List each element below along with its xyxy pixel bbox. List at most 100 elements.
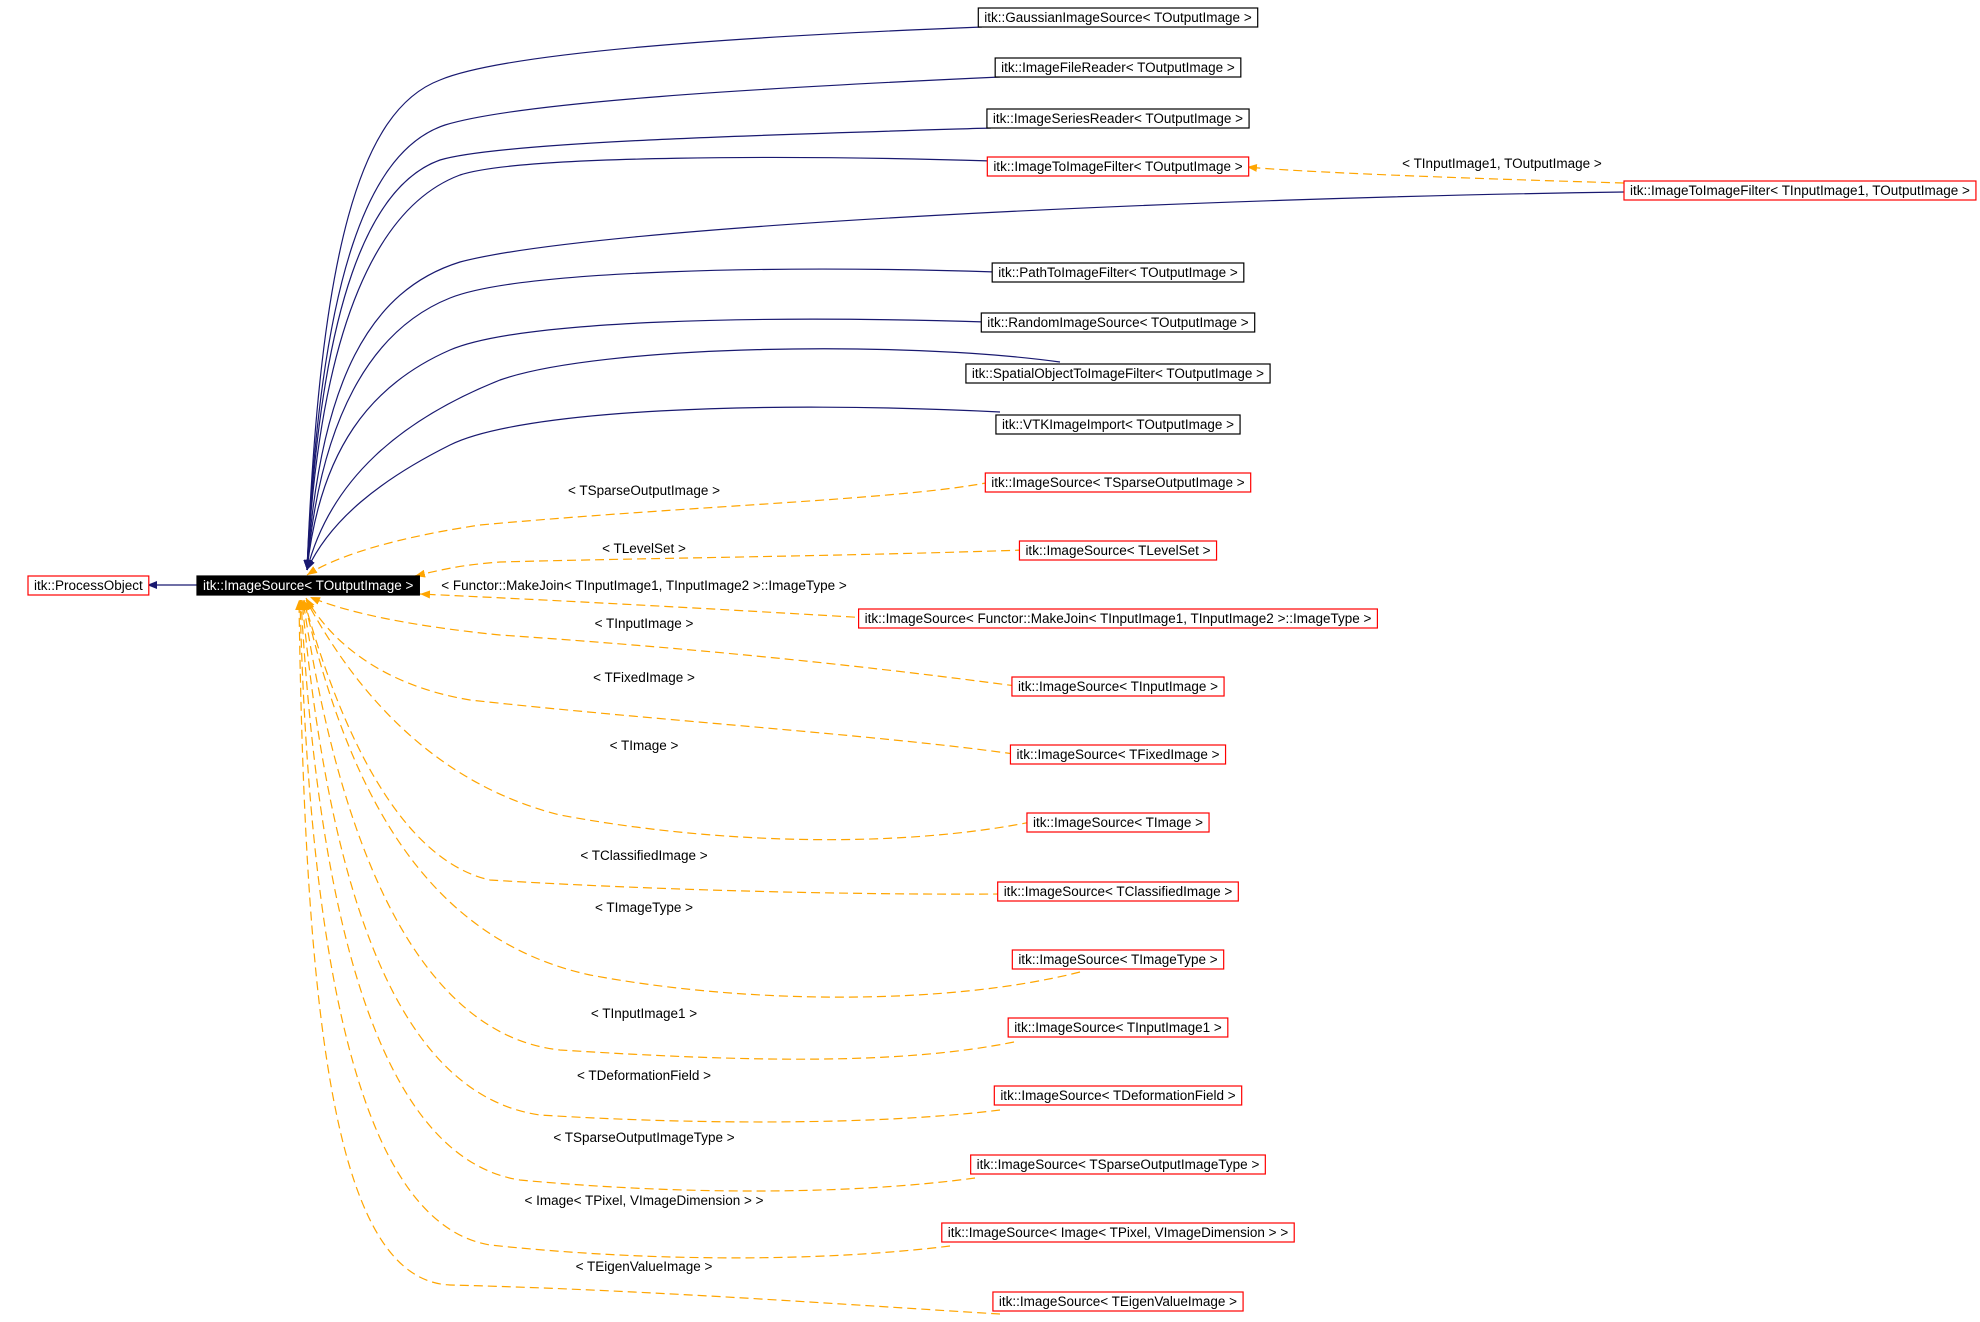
node-box	[1011, 949, 1225, 970]
edge-src-levelset	[414, 549, 1025, 578]
node-box	[995, 414, 1241, 435]
node-label: itk::ImageToImageFilter< TInputImage1, T…	[1630, 183, 1970, 198]
node-image-to-image-filter[interactable]: itk::ImageToImageFilter< TOutputImage >	[986, 156, 1250, 177]
edge-src-classified	[302, 599, 1003, 895]
edge-label-eigen: < TEigenValueImage >	[576, 1259, 713, 1274]
edge-label-makejoin: < Functor::MakeJoin< TInputImage1, TInpu…	[441, 578, 847, 593]
edge-label-image: < TImage >	[610, 738, 679, 753]
node-label: itk::ImageSource< Functor::MakeJoin< TIn…	[865, 611, 1372, 626]
node-box	[27, 575, 150, 596]
edge-random-source	[304, 318, 987, 571]
edge-src-image	[305, 599, 1032, 841]
node-label: itk::ProcessObject	[34, 578, 143, 593]
node-image-to-image-filter-full[interactable]: itk::ImageToImageFilter< TInputImage1, T…	[1623, 180, 1977, 201]
node-vtk-image-import[interactable]: itk::VTKImageImport< TOutputImage >	[995, 414, 1241, 435]
edge-series-reader	[303, 127, 992, 571]
edge-file-reader	[303, 76, 1001, 571]
node-image-source-sparse[interactable]: itk::ImageSource< TSparseOutputImage >	[984, 472, 1252, 493]
node-box	[992, 1291, 1244, 1312]
edge-labels: < TInputImage1, TOutputImage > < TSparse…	[441, 156, 1602, 1274]
node-image-source-image[interactable]: itk::ImageSource< TImage >	[1026, 812, 1210, 833]
edge-label-deformation: < TDeformationField >	[577, 1068, 711, 1083]
node-image-source-deformation[interactable]: itk::ImageSource< TDeformationField >	[993, 1085, 1243, 1106]
edge-spatial-filter	[305, 348, 1061, 571]
node-image-source-imagetype[interactable]: itk::ImageSource< TImageType >	[1011, 949, 1225, 970]
node-box	[858, 608, 1378, 629]
edge-label-sparse: < TSparseOutputImage >	[568, 483, 720, 498]
node-image-source-pixel[interactable]: itk::ImageSource< Image< TPixel, VImageD…	[941, 1222, 1295, 1243]
node-process-object[interactable]: itk::ProcessObject	[27, 575, 150, 596]
node-box	[1007, 1017, 1229, 1038]
node-image-source-input[interactable]: itk::ImageSource< TInputImage >	[1011, 676, 1225, 697]
node-spatial-object-to-image-filter[interactable]: itk::SpatialObjectToImageFilter< TOutput…	[965, 363, 1271, 384]
template-edges	[295, 163, 1625, 1315]
edge-label-classified: < TClassifiedImage >	[580, 848, 707, 863]
edge-src-pixel	[296, 599, 951, 1259]
node-label: itk::SpatialObjectToImageFilter< TOutput…	[972, 366, 1264, 381]
edge-vtk-import	[306, 406, 1001, 571]
node-box	[1623, 180, 1977, 201]
edge-label-sparsetype: < TSparseOutputImageType >	[553, 1130, 734, 1145]
node-gaussian-image-source[interactable]: itk::GaussianImageSource< TOutputImage >	[977, 7, 1259, 28]
node-label: itk::ImageSource< Image< TPixel, VImageD…	[948, 1225, 1289, 1240]
node-box	[1018, 540, 1218, 561]
edge-src-imagetype	[302, 599, 1081, 998]
class-nodes: itk::ProcessObject itk::ImageSource< TOu…	[27, 7, 1977, 1312]
node-box	[1009, 744, 1227, 765]
node-label: itk::ImageSource< TLevelSet >	[1025, 543, 1210, 558]
node-image-source-makejoin[interactable]: itk::ImageSource< Functor::MakeJoin< TIn…	[858, 608, 1378, 629]
node-label: itk::PathToImageFilter< TOutputImage >	[998, 265, 1238, 280]
node-image-source-sparsetype[interactable]: itk::ImageSource< TSparseOutputImageType…	[970, 1154, 1266, 1175]
node-label: itk::GaussianImageSource< TOutputImage >	[984, 10, 1252, 25]
node-box	[1011, 676, 1225, 697]
edge-src-makejoin	[419, 590, 870, 619]
node-label: itk::ImageSeriesReader< TOutputImage >	[993, 111, 1243, 126]
edge-src-input	[309, 596, 1017, 687]
node-image-source-focus: itk::ImageSource< TOutputImage >	[196, 575, 420, 596]
node-label: itk::ImageFileReader< TOutputImage >	[1001, 60, 1235, 75]
node-box	[965, 363, 1271, 384]
edge-src-sparsetype	[297, 599, 976, 1192]
edge-i2i-template	[1246, 163, 1625, 184]
node-image-source-classified[interactable]: itk::ImageSource< TClassifiedImage >	[997, 881, 1239, 902]
node-box	[991, 262, 1245, 283]
inheritance-edges	[147, 26, 1625, 589]
node-label: itk::ImageSource< TClassifiedImage >	[1004, 884, 1233, 899]
node-box	[970, 1154, 1266, 1175]
edge-label-pixel: < Image< TPixel, VImageDimension > >	[524, 1193, 763, 1208]
node-box	[941, 1222, 1295, 1243]
node-random-image-source[interactable]: itk::RandomImageSource< TOutputImage >	[980, 312, 1256, 333]
edge-label-i2i-template: < TInputImage1, TOutputImage >	[1402, 156, 1602, 171]
node-label: itk::ImageSource< TOutputImage >	[203, 578, 413, 593]
node-image-source-input1[interactable]: itk::ImageSource< TInputImage1 >	[1007, 1017, 1229, 1038]
node-box	[977, 7, 1259, 28]
node-label: itk::ImageSource< TSparseOutputImageType…	[977, 1157, 1260, 1172]
node-label: itk::ImageSource< TInputImage1 >	[1014, 1020, 1222, 1035]
edge-gaussian	[303, 26, 983, 571]
edge-i2i-filter	[303, 156, 993, 571]
edge-label-imagetype: < TImageType >	[595, 900, 693, 915]
node-image-series-reader[interactable]: itk::ImageSeriesReader< TOutputImage >	[986, 108, 1250, 129]
node-label: itk::ImageSource< TImage >	[1033, 815, 1203, 830]
node-box	[980, 312, 1256, 333]
edge-src-sparse	[306, 481, 992, 576]
node-image-source-levelset[interactable]: itk::ImageSource< TLevelSet >	[1018, 540, 1218, 561]
node-label: itk::ImageSource< TImageType >	[1018, 952, 1217, 967]
edge-label-fixed: < TFixedImage >	[593, 670, 695, 685]
node-image-source-eigen[interactable]: itk::ImageSource< TEigenValueImage >	[992, 1291, 1244, 1312]
edge-src-input1	[300, 599, 1015, 1060]
node-image-source-fixed[interactable]: itk::ImageSource< TFixedImage >	[1009, 744, 1227, 765]
edge-label-levelset: < TLevelSet >	[602, 541, 686, 556]
node-path-to-image-filter[interactable]: itk::PathToImageFilter< TOutputImage >	[991, 262, 1245, 283]
node-image-file-reader[interactable]: itk::ImageFileReader< TOutputImage >	[994, 57, 1242, 78]
edge-src-deformation	[298, 599, 1001, 1123]
node-label: itk::RandomImageSource< TOutputImage >	[987, 315, 1249, 330]
edge-label-input1: < TInputImage1 >	[591, 1006, 697, 1021]
node-label: itk::ImageSource< TEigenValueImage >	[999, 1294, 1237, 1309]
node-box	[1026, 812, 1210, 833]
edge-src-eigen	[295, 599, 1001, 1315]
node-label: itk::ImageSource< TDeformationField >	[1000, 1088, 1235, 1103]
node-box	[997, 881, 1239, 902]
node-label: itk::ImageSource< TSparseOutputImage >	[991, 475, 1245, 490]
node-box	[986, 156, 1250, 177]
